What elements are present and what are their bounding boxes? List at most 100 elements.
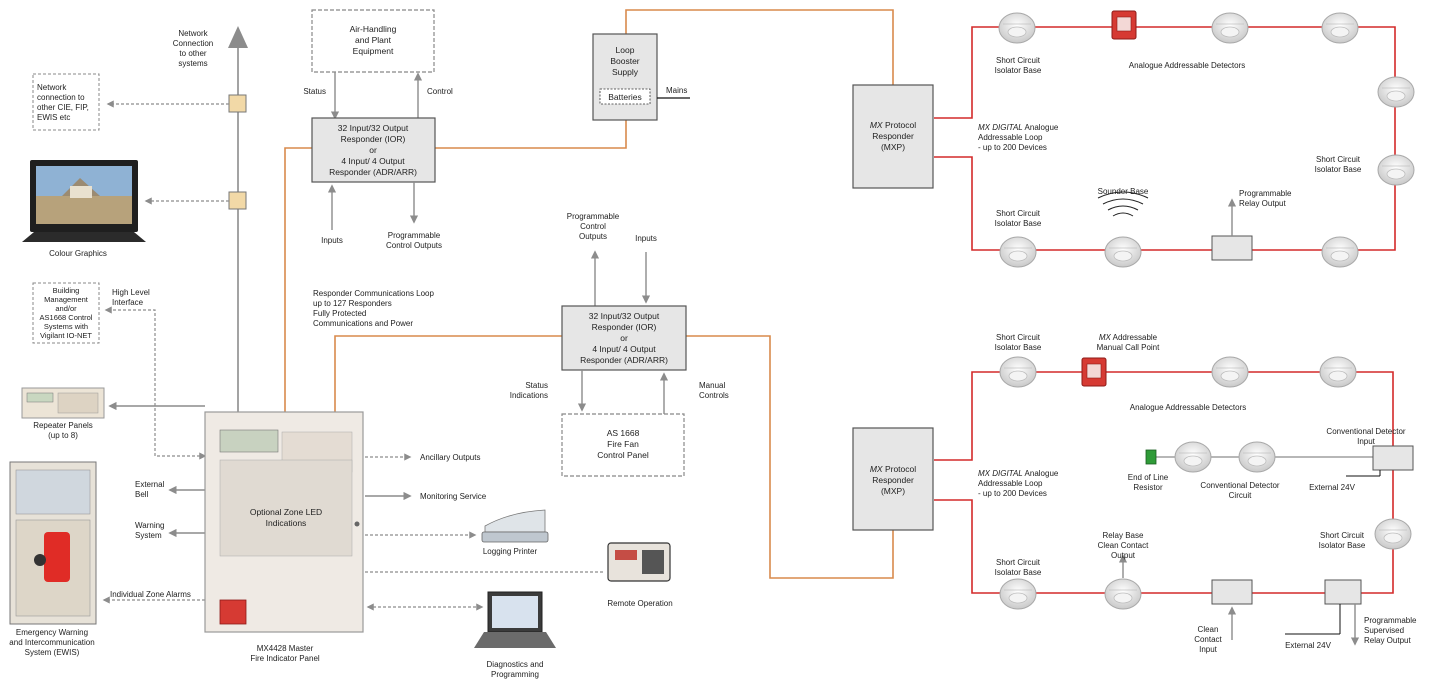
remote-operation-label: Remote Operation: [607, 599, 672, 608]
detector-icon: [1377, 76, 1415, 108]
network-cie-box: [32, 73, 100, 131]
end-of-line-resistor-icon: [1145, 449, 1157, 465]
sounder-base-icon: [1104, 236, 1142, 268]
bms-box: [32, 282, 100, 344]
ior-box-lower: [561, 305, 687, 371]
analogue-detectors-label-1: Analogue Addressable Detectors: [1129, 61, 1246, 70]
detector-icon: [998, 12, 1036, 44]
logging-printer-icon: [481, 509, 549, 543]
detector-icon: [999, 578, 1037, 610]
batteries-box: [599, 88, 651, 105]
remote-operation-icon: [607, 542, 671, 582]
logging-printer-label: Logging Printer: [483, 547, 538, 556]
fip-to-ior2-link: [334, 335, 562, 412]
detector-icon: [999, 236, 1037, 268]
detector-icon: [999, 356, 1037, 388]
colour-graphics-monitor-icon: [22, 160, 146, 242]
network-spine: [106, 26, 248, 412]
status-label: Status: [303, 87, 326, 96]
fip-to-ior1-link: [284, 147, 312, 412]
conventional-detector-icon: [1174, 441, 1212, 473]
manual-call-point-icon: [1111, 10, 1137, 40]
inputs-lower-label: Inputs: [635, 234, 657, 243]
ior2-to-mxp2-link: [686, 335, 894, 579]
orange-links: [284, 9, 894, 579]
mains-label: Mains: [666, 86, 687, 95]
conventional-input-module-icon: [1372, 445, 1414, 471]
detector-icon: [1377, 154, 1415, 186]
mxp-box-1: [852, 84, 934, 189]
manual-call-point-icon: [1081, 357, 1107, 387]
detector-icon: [1374, 518, 1412, 550]
ior1-to-mxp1-link: [435, 9, 894, 149]
external-24v-label-1: External 24V: [1309, 483, 1355, 492]
sounder-waves-icon: [1097, 191, 1149, 217]
loop-booster-box: [592, 33, 658, 121]
inputs-upper-label: Inputs: [321, 236, 343, 245]
detector-icon: [1211, 356, 1249, 388]
control-label: Control: [427, 87, 453, 96]
loop2: [934, 371, 1394, 594]
air-handling-box: [311, 9, 435, 73]
clean-contact-module-icon: [1211, 579, 1253, 605]
mxp-box-2: [852, 427, 934, 531]
detector-icon: [1321, 236, 1359, 268]
external-24v-label-2: External 24V: [1285, 641, 1331, 650]
sounder-base-label: Sounder Base: [1098, 187, 1149, 196]
network-node-1: [228, 94, 247, 113]
loop1-top: [934, 26, 1396, 251]
ewis-cabinet-icon: [9, 461, 97, 625]
individual-zone-alarms-label: Individual Zone Alarms: [110, 590, 191, 599]
detector-icon: [1211, 12, 1249, 44]
repeater-panels-label: Repeater Panels(up to 8): [33, 421, 93, 440]
as1668-box: [561, 413, 685, 477]
supervised-relay-module-icon: [1324, 579, 1362, 605]
detector-icon: [1319, 356, 1357, 388]
ior-box-upper: [311, 117, 436, 183]
conventional-detector-icon: [1238, 441, 1276, 473]
colour-graphics-label: Colour Graphics: [49, 249, 107, 258]
ancillary-outputs-label: Ancillary Outputs: [420, 453, 480, 462]
detector-icon: [1321, 12, 1359, 44]
mx4428-panel: [204, 411, 364, 633]
monitoring-service-label: Monitoring Service: [420, 492, 487, 501]
network-arrow-up-icon: [228, 26, 248, 48]
repeater-panel-icon: [21, 387, 105, 419]
analogue-detectors-label-2: Analogue Addressable Detectors: [1130, 403, 1247, 412]
relay-module-icon: [1211, 235, 1253, 261]
diagnostics-laptop-icon: [474, 591, 556, 648]
batteries-label: Batteries: [608, 92, 642, 102]
